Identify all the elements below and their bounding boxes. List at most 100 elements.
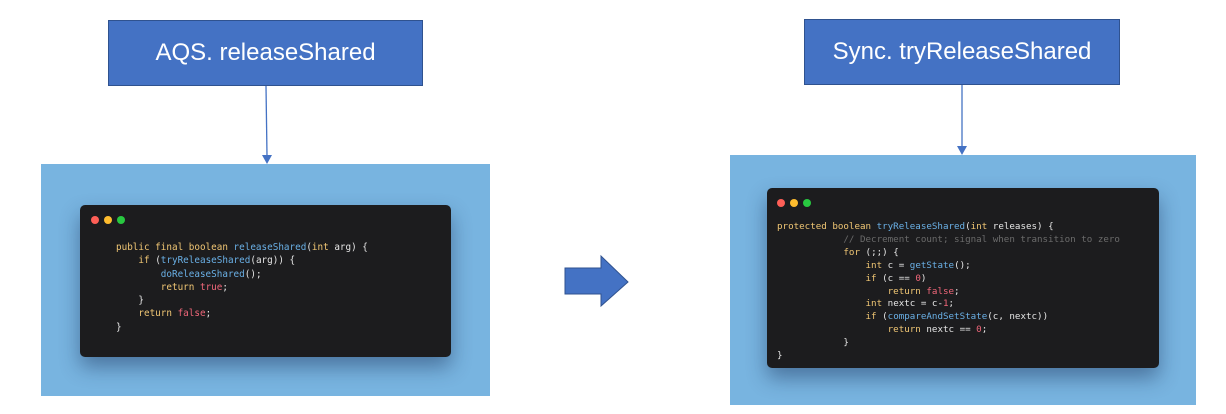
aqs-release-shared-title: AQS. releaseShared — [155, 39, 376, 66]
window-close-dot-icon — [777, 199, 785, 207]
block-arrow-right-icon — [564, 254, 629, 308]
code-token: ( — [155, 255, 161, 267]
code-token: (c, nextc)) — [987, 311, 1049, 323]
code-token: int — [865, 298, 888, 310]
code-token: } — [777, 350, 783, 362]
window-minimize-dot-icon — [104, 216, 112, 224]
code-line: if (compareAndSetState(c, nextc)) — [777, 311, 1049, 323]
code-token: (); — [244, 268, 262, 280]
code-token — [777, 234, 843, 245]
window-zoom-dot-icon — [117, 216, 125, 224]
code-line: public final boolean releaseShared(int a… — [116, 242, 368, 253]
code-token: ; — [954, 285, 960, 297]
code-line: if (c == 0) — [777, 272, 927, 284]
code-token: (arg)) { — [250, 255, 296, 267]
window-controls — [91, 216, 125, 224]
code-line: return nextc == 0; — [777, 324, 988, 336]
code-line: protected boolean tryReleaseShared(int r… — [777, 221, 1054, 232]
code-token: int — [865, 259, 888, 271]
code-token — [116, 269, 161, 280]
code-token: nextc = c- — [887, 298, 943, 310]
code-token: if — [865, 311, 883, 323]
code-token: protected boolean — [777, 221, 877, 232]
code-token: } — [116, 321, 122, 333]
code-token: tryReleaseShared — [876, 221, 966, 232]
code-token: int — [970, 221, 993, 232]
code-line: for (;;) { — [777, 246, 899, 258]
window-controls — [777, 199, 811, 207]
code-token — [777, 247, 843, 258]
code-token: ( — [306, 242, 312, 253]
left-code-panel: public final boolean releaseShared(int a… — [41, 164, 490, 396]
code-token: int — [311, 242, 335, 253]
right-code-window: protected boolean tryReleaseShared(int r… — [767, 188, 1159, 368]
code-token — [116, 255, 138, 266]
code-token — [116, 308, 138, 319]
code-line: } — [116, 295, 144, 306]
code-token: ( — [965, 221, 971, 232]
code-line: // Decrement count; signal when transiti… — [777, 234, 1120, 245]
code-token: public final boolean — [116, 242, 234, 253]
code-token: ; — [981, 324, 988, 336]
code-token: if — [865, 272, 883, 284]
code-token: arg) { — [334, 242, 368, 253]
code-token — [777, 260, 866, 271]
code-token: (;;) { — [865, 246, 899, 258]
code-token — [777, 311, 866, 322]
code-line: int c = getState(); — [777, 260, 971, 271]
code-token: ; — [205, 308, 212, 320]
code-token: for — [843, 246, 866, 258]
sync-try-release-shared-title: Sync. tryReleaseShared — [832, 38, 1092, 65]
code-token: true — [199, 281, 223, 293]
left-code-window: public final boolean releaseShared(int a… — [80, 205, 451, 357]
connector-arrowhead-right — [957, 146, 967, 155]
code-token — [777, 273, 866, 284]
code-token: return — [160, 281, 200, 293]
code-token: ; — [222, 281, 228, 293]
code-token — [777, 298, 866, 309]
window-close-dot-icon — [91, 216, 99, 224]
code-line: return false; — [116, 308, 211, 319]
code-token: 0 — [976, 324, 982, 336]
code-token: // Decrement count; signal when transiti… — [843, 233, 1120, 245]
code-token: (); — [954, 259, 971, 271]
code-line: } — [777, 337, 849, 348]
code-token: releaseShared — [233, 242, 307, 253]
code-token: ( — [882, 311, 888, 323]
code-line: return false; — [777, 286, 960, 297]
code-token: (c == — [882, 272, 916, 284]
release-shared-code: public final boolean releaseShared(int a… — [116, 241, 368, 334]
code-token — [116, 282, 161, 293]
code-token: false — [926, 285, 955, 297]
sync-try-release-shared-label: Sync. tryReleaseShared — [804, 19, 1120, 85]
code-token: return — [887, 285, 927, 297]
connector-line-left — [265, 85, 268, 157]
code-line: } — [116, 322, 122, 333]
code-token: 0 — [915, 272, 921, 284]
code-token — [777, 286, 888, 297]
code-token: nextc == — [926, 324, 977, 336]
window-minimize-dot-icon — [790, 199, 798, 207]
code-token: compareAndSetState — [887, 311, 988, 323]
window-zoom-dot-icon — [803, 199, 811, 207]
try-release-shared-code: protected boolean tryReleaseShared(int r… — [777, 221, 1120, 363]
code-token: } — [116, 295, 144, 307]
code-token: releases) { — [992, 221, 1054, 232]
code-token: false — [177, 308, 206, 320]
connector-arrowhead-left — [262, 155, 272, 164]
aqs-release-shared-label: AQS. releaseShared — [108, 20, 423, 86]
code-line: } — [777, 350, 783, 361]
code-token: ) — [920, 272, 927, 284]
code-line: doReleaseShared(); — [116, 269, 262, 280]
code-line: return true; — [116, 282, 228, 293]
code-line: int nextc = c-1; — [777, 298, 955, 310]
right-code-panel: protected boolean tryReleaseShared(int r… — [730, 155, 1196, 405]
code-token: 1 — [942, 298, 949, 310]
code-line: if (tryReleaseShared(arg)) { — [116, 255, 295, 266]
code-token: if — [138, 255, 156, 267]
code-token: c = — [887, 259, 910, 271]
code-token: } — [777, 337, 849, 349]
code-token: tryReleaseShared — [160, 255, 251, 267]
code-token: doReleaseShared — [160, 268, 245, 280]
